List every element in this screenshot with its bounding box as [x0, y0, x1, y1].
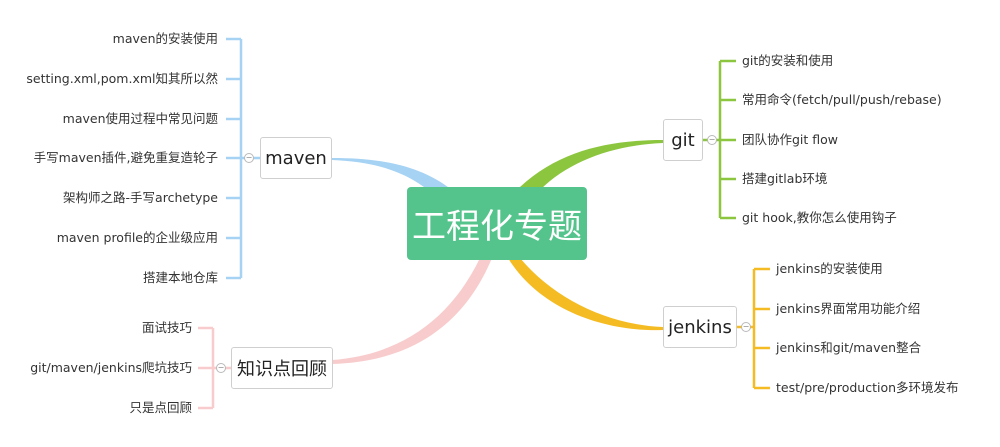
leaf-maven-install[interactable]: maven的安装使用	[112, 31, 218, 46]
leaf-jenkins-integration[interactable]: jenkins和git/maven整合	[776, 340, 922, 355]
leaf-jenkins-deploy[interactable]: test/pre/production多环境发布	[776, 380, 959, 395]
leaf-maven-repo[interactable]: 搭建本地仓库	[142, 270, 218, 285]
leaf-maven-archetype[interactable]: 架构师之路-手写archetype	[63, 190, 218, 205]
leaf-maven-plugin[interactable]: 手写maven插件,避免重复造轮子	[33, 150, 218, 165]
leaf-review-points[interactable]: 只是点回顾	[129, 400, 192, 415]
branch-review[interactable]: 知识点回顾	[231, 347, 333, 389]
branch-maven[interactable]: maven	[260, 137, 332, 179]
central-topic[interactable]: 工程化专题	[407, 187, 587, 260]
central-to-review-branch	[332, 258, 492, 364]
leaf-git-install[interactable]: git的安装和使用	[742, 53, 834, 68]
leaf-git-hook[interactable]: git hook,教你怎么使用钩子	[742, 210, 897, 225]
leaf-maven-issues[interactable]: maven使用过程中常见问题	[62, 111, 218, 126]
central-to-git-branch	[520, 140, 663, 190]
maven-bracket	[226, 37, 260, 280]
collapse-maven-toggle[interactable]: −	[244, 153, 254, 163]
review-bracket	[198, 326, 231, 410]
leaf-jenkins-ui[interactable]: jenkins界面常用功能介绍	[776, 301, 921, 316]
branch-jenkins[interactable]: jenkins	[663, 306, 737, 348]
leaf-jenkins-install[interactable]: jenkins的安装使用	[776, 261, 883, 276]
branch-git[interactable]: git	[663, 119, 703, 161]
leaf-review-pitfalls[interactable]: git/maven/jenkins爬坑技巧	[30, 360, 192, 375]
collapse-git-toggle[interactable]: −	[707, 135, 717, 145]
leaf-git-flow[interactable]: 团队协作git flow	[742, 132, 839, 147]
collapse-jenkins-toggle[interactable]: −	[741, 322, 751, 332]
leaf-git-gitlab[interactable]: 搭建gitlab环境	[742, 171, 828, 186]
leaf-maven-profile[interactable]: maven profile的企业级应用	[56, 230, 218, 245]
leaf-review-interview[interactable]: 面试技巧	[141, 320, 192, 335]
leaf-maven-settings[interactable]: setting.xml,pom.xml知其所以然	[26, 71, 218, 86]
git-bracket	[703, 59, 736, 220]
collapse-review-toggle[interactable]: −	[216, 363, 226, 373]
leaf-git-commands[interactable]: 常用命令(fetch/pull/push/rebase)	[742, 92, 942, 107]
central-to-jenkins-branch	[508, 258, 663, 331]
